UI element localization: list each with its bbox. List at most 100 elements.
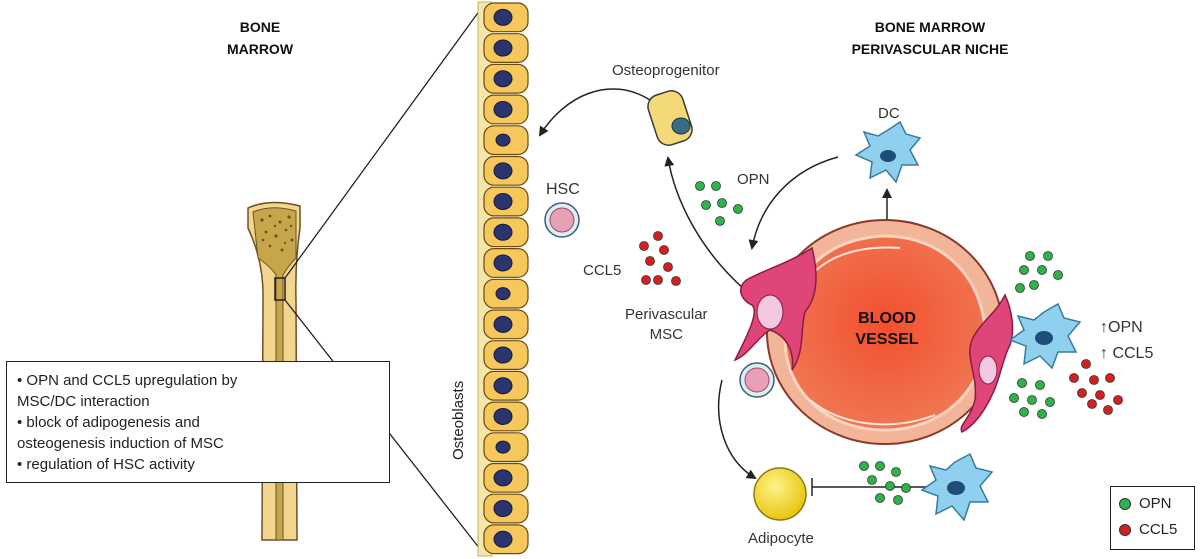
ccl5-dot — [1077, 388, 1087, 398]
osteoblast-nucleus — [493, 377, 513, 395]
ccl5-dot — [659, 245, 669, 255]
opn-dot — [1029, 280, 1039, 290]
arrow-msc-to-adipocyte — [718, 379, 757, 480]
arrow-msc-to-osteoprogenitor — [664, 156, 746, 291]
blood-vessel-line1: BLOOD — [858, 310, 916, 327]
dc-label: DC — [878, 105, 900, 122]
opn-dot — [1035, 380, 1045, 390]
summary-line-2: MSC/DC interaction — [17, 393, 150, 410]
hsc-vessel-cell — [739, 362, 775, 398]
opn-dot — [1053, 270, 1063, 280]
perivascular-msc-line2: MSC — [649, 326, 683, 343]
opn-dot — [893, 495, 903, 505]
hsc-label: HSC — [546, 181, 580, 198]
ccl5-dot — [671, 276, 681, 286]
ccl5-dot — [1087, 399, 1097, 409]
summary-line-1: • OPN and CCL5 upregulation by — [17, 372, 238, 389]
cytokine-dots — [639, 181, 1123, 505]
opn-dot — [1045, 397, 1055, 407]
opn-dot — [715, 216, 725, 226]
summary-box: • OPN and CCL5 upregulation by MSC/DC in… — [6, 361, 390, 483]
opn-dot — [1037, 409, 1047, 419]
opn-dot — [1017, 378, 1027, 388]
legend-ccl5-dot — [1119, 523, 1131, 536]
arrows — [538, 88, 935, 496]
legend: OPN CCL5 — [1110, 486, 1195, 550]
dc-top-cell — [854, 120, 922, 184]
summary-line-5: • regulation of HSC activity — [17, 456, 195, 473]
osteoblast-nucleus — [493, 346, 513, 364]
ccl5-dot — [1105, 373, 1115, 383]
ccl5-dot — [641, 275, 651, 285]
opn-dot — [701, 200, 711, 210]
osteoblast-column — [477, 1, 529, 557]
perivascular-niche-title: BONE MARROW PERIVASCULAR NICHE — [815, 16, 1045, 60]
perivascular-msc-line1: Perivascular — [625, 306, 708, 323]
osteoblasts-label: Osteoblasts — [450, 380, 467, 460]
legend-item-ccl5: CCL5 — [1119, 521, 1177, 538]
osteoblast-nucleus — [493, 100, 513, 118]
ccl5-dot — [1089, 375, 1099, 385]
ccl5-dot — [663, 262, 673, 272]
bone-marrow-title-line1: BONE — [239, 19, 281, 35]
opn-dot — [1043, 251, 1053, 261]
perivascular-niche-title-line1: BONE MARROW — [874, 19, 986, 35]
opn-dot — [711, 181, 721, 191]
osteoblast-nucleus — [493, 162, 513, 180]
dc-right-cell — [1008, 302, 1082, 370]
osteoblast-nucleus — [493, 39, 513, 57]
opn-dot — [891, 467, 901, 477]
msc-right-cell — [960, 293, 1014, 434]
osteoblast-nucleus — [495, 133, 511, 147]
opn-dot — [901, 483, 911, 493]
ccl5-dot — [653, 231, 663, 241]
blood-vessel-label: BLOOD VESSEL — [837, 308, 937, 350]
arrow-dc-to-msc — [748, 156, 839, 250]
legend-opn-label: OPN — [1139, 495, 1172, 512]
opn-dot — [885, 481, 895, 491]
osteoblast-nucleus — [495, 440, 511, 454]
ccl5-dot — [639, 241, 649, 251]
arrow-osteoprogenitor-to-osteoblasts — [538, 88, 651, 137]
dc-bottom-cell — [920, 452, 994, 522]
osteoprogenitor-cell — [647, 90, 693, 146]
opn-dot — [875, 461, 885, 471]
ccl5-dot — [653, 275, 663, 285]
up-ccl5-label: ↑ CCL5 — [1100, 345, 1154, 362]
osteoblast-nucleus — [493, 254, 513, 272]
opn-dot — [867, 475, 877, 485]
osteoblast-nucleus — [493, 315, 513, 333]
opn-label: OPN — [737, 171, 770, 188]
adipocyte-label: Adipocyte — [748, 530, 814, 547]
adipocyte-cell — [753, 467, 807, 521]
osteoblast-nucleus — [493, 223, 513, 241]
bone-marrow-title: BONE MARROW — [215, 16, 305, 60]
opn-dot — [1015, 283, 1025, 293]
osteoblast-nucleus — [493, 469, 513, 487]
opn-dot — [717, 198, 727, 208]
summary-line-3: • block of adipogenesis and — [17, 414, 200, 431]
ccl5-dot — [1103, 405, 1113, 415]
legend-item-opn: OPN — [1119, 495, 1172, 512]
opn-dot — [1025, 251, 1035, 261]
osteoblast-nucleus — [493, 8, 513, 26]
legend-ccl5-label: CCL5 — [1139, 521, 1178, 538]
opn-dot — [1019, 265, 1029, 275]
ccl5-dot — [1069, 373, 1079, 383]
legend-opn-dot — [1119, 497, 1131, 510]
osteoblast-nucleus — [493, 193, 513, 211]
osteoblast-nucleus — [493, 530, 513, 548]
summary-line-4: osteogenesis induction of MSC — [17, 435, 224, 452]
perivascular-msc-label: Perivascular MSC — [625, 305, 708, 345]
opn-dot — [733, 204, 743, 214]
opn-dot — [1027, 395, 1037, 405]
blood-vessel-line2: VESSEL — [855, 331, 919, 348]
bone-marrow-title-line2: MARROW — [226, 41, 294, 57]
blood-vessel — [766, 219, 1004, 445]
msc-left-cell — [733, 246, 817, 371]
osteoprogenitor-label: Osteoprogenitor — [612, 62, 720, 79]
opn-dot — [875, 493, 885, 503]
ccl5-label: CCL5 — [583, 262, 622, 279]
ccl5-dot — [645, 256, 655, 266]
